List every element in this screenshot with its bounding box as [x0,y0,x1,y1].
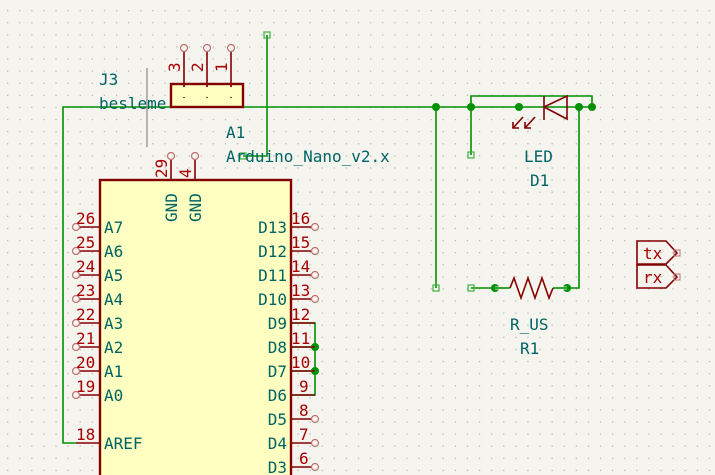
pin-name: D12 [258,242,287,261]
pin-number: 4 [176,168,195,178]
pin-name: A6 [104,242,123,261]
global-label-rx[interactable]: rx [636,264,681,289]
r1-ref: R1 [520,339,539,358]
pin-name: D9 [268,314,287,333]
label-rx: rx [643,268,663,287]
pin-name: AREF [104,434,143,453]
led-d1[interactable]: LED D1 [512,94,568,190]
a1-ref: A1 [226,123,245,142]
pin-number: 20 [76,353,95,372]
pin-number: 14 [291,257,310,276]
pin-number: 15 [291,233,310,252]
pin-number: 10 [291,353,310,372]
pin-number: 21 [76,329,95,348]
a1-pin-d4[interactable]: 7 D4 [268,425,320,453]
a1-pin-a2[interactable]: 21 A2 [71,329,124,357]
pin-name: A4 [104,290,123,309]
pin-name: A1 [104,362,123,381]
d1-value: LED [524,147,553,166]
pin-number: 22 [76,305,95,324]
pin-number: 26 [76,209,95,228]
pin-name: D8 [268,338,287,357]
a1-pin-a1[interactable]: 20 A1 [71,353,124,381]
a1-pin-a0[interactable]: 19 A0 [71,377,124,405]
r1-value: R_US [510,315,549,334]
pin-number: 7 [299,425,309,444]
pin-name: A5 [104,266,123,285]
pin-name: D4 [268,434,287,453]
j3-ref: J3 [99,70,118,89]
j3-pin-number: 2 [188,62,207,72]
pin-name: GND [186,193,205,222]
pin-number: 9 [299,377,309,396]
pin-number: 23 [76,281,95,300]
a1-pin-aref[interactable]: 18 AREF [76,425,143,453]
pin-name: D3 [268,458,287,475]
a1-pin-a5[interactable]: 24 A5 [71,257,124,285]
pin-number: 24 [76,257,95,276]
resistor-r1[interactable]: R_US R1 [495,275,567,358]
pin-name: D6 [268,386,287,405]
pin-number: 16 [291,209,310,228]
pin-number: 6 [299,449,309,468]
pin-name: A0 [104,386,123,405]
a1-pin-d5[interactable]: 8 D5 [268,401,320,429]
led-light-icon [512,116,536,129]
d1-ref: D1 [530,171,549,190]
pin-name: D13 [258,218,287,237]
a1-pin-a3[interactable]: 22 A3 [71,305,124,333]
a1-pin-d3[interactable]: 6 D3 [268,449,320,475]
a1-pin-d6[interactable]: 9 D6 [268,377,315,405]
junctions [311,103,596,375]
pin-number: 8 [299,401,309,420]
a1-pin-a6[interactable]: 25 A6 [71,233,124,261]
pin-number: 19 [76,377,95,396]
a1-pin-a4[interactable]: 23 A4 [71,281,124,309]
pin-number: 25 [76,233,95,252]
label-tx: tx [643,244,663,263]
pin-name: D11 [258,266,287,285]
j3-value: besleme [99,94,166,113]
pin-name: GND [162,193,181,222]
pin-number: 29 [152,159,171,178]
wires[interactable] [62,35,593,444]
unconnected-wire-ends [239,31,475,292]
pin-number: 18 [76,425,95,444]
pin-name: A3 [104,314,123,333]
a1-value: Arduino_Nano_v2.x [226,147,390,166]
pin-number: 11 [291,329,310,348]
j3-pin-number: 1 [212,62,231,72]
pin-name: D10 [258,290,287,309]
pin-name: D5 [268,410,287,429]
a1-pin-a7[interactable]: 26 A7 [71,209,124,237]
pin-name: D7 [268,362,287,381]
pin-number: 12 [291,305,310,324]
j3-pin-number: 3 [165,62,184,72]
pin-name: A2 [104,338,123,357]
global-label-tx[interactable]: tx [636,240,681,265]
pin-number: 13 [291,281,310,300]
pin-name: A7 [104,218,123,237]
